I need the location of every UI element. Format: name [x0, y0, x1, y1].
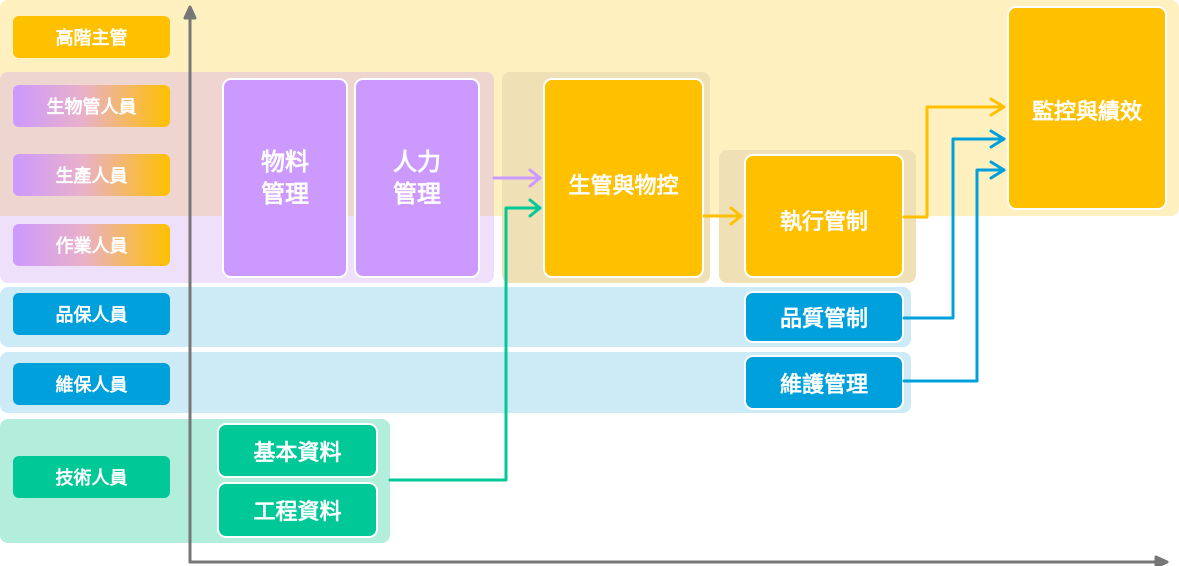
role-quality-staff: 品保人員: [13, 293, 170, 335]
x-axis: [188, 555, 1169, 566]
basic-data-box: 基本資料: [217, 423, 378, 478]
hr-line-2: 管理: [393, 180, 441, 208]
production-control-box: 生管與物控: [543, 78, 704, 278]
material-management-box: 物料管理: [222, 78, 348, 278]
hr-line-1: 人力: [393, 148, 441, 176]
role-production-staff: 生產人員: [13, 154, 170, 196]
role-operator: 作業人員: [13, 224, 170, 266]
execution-control-box: 執行管制: [744, 154, 904, 278]
quality-control-box: 品質管制: [744, 291, 904, 343]
arrow-production-to-execution: [702, 206, 743, 226]
hr-management-box: 人力管理: [354, 78, 480, 278]
role-senior-management: 高階主管: [13, 16, 170, 58]
arrow-execution-to-monitoring: [902, 97, 1006, 219]
arrow-quality-to-monitoring: [902, 129, 1006, 320]
maintenance-management-box: 維護管理: [744, 355, 904, 410]
role-maintenance-staff: 維保人員: [13, 363, 170, 405]
arrow-maintenance-to-monitoring: [902, 160, 1006, 383]
material-line-2: 管理: [261, 180, 309, 208]
engineering-data-box: 工程資料: [217, 482, 378, 538]
arrow-data-to-production-control: [388, 198, 542, 482]
monitoring-performance-box: 監控與績效: [1007, 6, 1167, 210]
material-line-1: 物料: [261, 148, 309, 176]
role-production-management: 生物管人員: [13, 85, 170, 127]
arrow-hr-to-production-control: [492, 168, 542, 188]
role-technical-staff: 技術人員: [13, 456, 170, 498]
y-axis: [183, 5, 197, 564]
